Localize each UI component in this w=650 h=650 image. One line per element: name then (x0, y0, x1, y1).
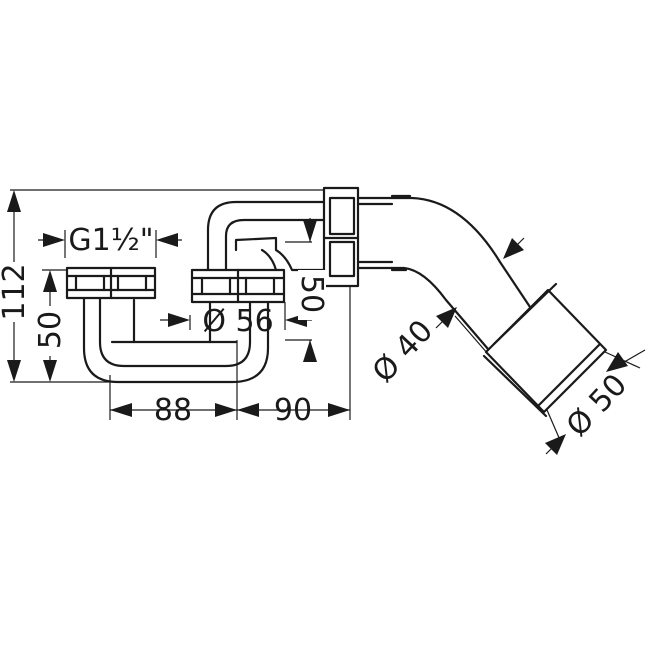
dim-diameter-56: Ø 56 (202, 304, 273, 339)
middle-nut (190, 268, 286, 304)
outlet-sleeve (482, 282, 608, 418)
dim-50-left: 50 (33, 311, 68, 349)
dimension-labels: 112 50 G1½" Ø 56 50 88 90 Ø 40 Ø 50 (0, 223, 634, 444)
left-nut (65, 266, 157, 300)
vertical-coupling (322, 186, 360, 288)
trap-u-bend (82, 296, 270, 384)
dim-112: 112 (0, 263, 32, 320)
outlet-pipe (356, 194, 554, 358)
dim-90: 90 (274, 393, 312, 428)
dim-50-right: 50 (294, 275, 329, 313)
dim-g1-half: G1½" (68, 223, 153, 258)
riser-pipe (206, 200, 332, 274)
dim-diameter-40: Ø 40 (366, 314, 440, 390)
dim-88: 88 (154, 393, 192, 428)
